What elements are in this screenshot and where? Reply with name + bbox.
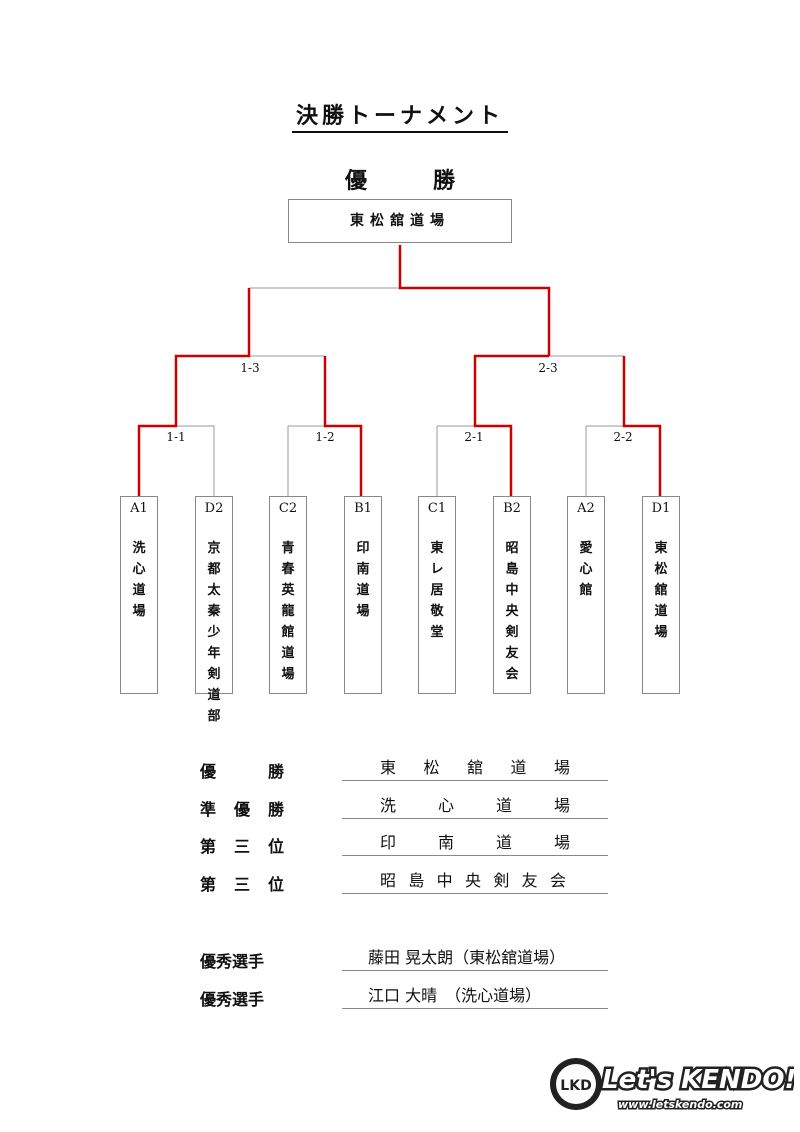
team-name: 愛心館 — [579, 541, 593, 598]
result-label-champion: 優勝 — [200, 762, 284, 781]
match-label-1-2: 1-2 — [315, 430, 335, 444]
match-label-1-3: 1-3 — [240, 361, 260, 375]
team-name: 洗心道場 — [132, 541, 146, 619]
team-name: 東松舘道場 — [654, 541, 668, 640]
logo-url: www.letskendo.com — [618, 1098, 742, 1111]
logo-wordmark: Let's KENDO! — [602, 1065, 794, 1095]
team-box-b1: B1 印南道場 — [344, 496, 382, 694]
team-name: 東レ居敬堂 — [430, 541, 444, 640]
award-label-1: 優秀選手 — [200, 952, 265, 971]
team-seed: B1 — [354, 501, 372, 516]
award-value-2: 江口 大晴 （洗心道場） — [342, 984, 608, 1009]
result-value-third-2: 昭島中央剣友会 — [342, 869, 608, 894]
team-seed: D2 — [204, 501, 224, 516]
team-box-c1: C1 東レ居敬堂 — [418, 496, 456, 694]
champion-box: 東松舘道場 — [288, 199, 512, 243]
team-name: 青春英龍館道場 — [281, 541, 295, 682]
team-box-d1: D1 東松舘道場 — [642, 496, 680, 694]
letskendo-logo: LKD Let's KENDO! www.letskendo.com — [550, 1058, 794, 1113]
match-label-2-3: 2-3 — [538, 361, 558, 375]
award-label-2: 優秀選手 — [200, 990, 265, 1009]
team-seed: C1 — [427, 501, 447, 516]
team-name: 京都太秦少年剣道部 — [207, 541, 221, 724]
team-name: 印南道場 — [356, 541, 370, 619]
team-box-a2: A2 愛心館 — [567, 496, 605, 694]
result-label-runner-up: 準優勝 — [200, 800, 284, 819]
team-name: 昭島中央剣友会 — [505, 541, 519, 682]
team-box-c2: C2 青春英龍館道場 — [269, 496, 307, 694]
page-title: 決勝トーナメント — [0, 98, 800, 133]
match-label-1-1: 1-1 — [166, 430, 186, 444]
team-box-a1: A1 洗心道場 — [120, 496, 158, 694]
match-label-2-2: 2-2 — [613, 430, 633, 444]
team-seed: D1 — [651, 501, 671, 516]
team-seed: B2 — [503, 501, 521, 516]
champion-heading: 優 勝 — [344, 169, 477, 194]
team-seed: A2 — [577, 501, 595, 516]
result-value-third-1: 印南道場 — [342, 831, 608, 856]
page-title-text: 決勝トーナメント — [291, 104, 508, 133]
team-box-b2: B2 昭島中央剣友会 — [493, 496, 531, 694]
match-label-2-1: 2-1 — [464, 430, 484, 444]
team-box-d2: D2 京都太秦少年剣道部 — [195, 496, 233, 724]
team-seed: C2 — [278, 501, 298, 516]
team-seed: A1 — [130, 501, 148, 516]
result-value-runner-up: 洗心道場 — [342, 794, 608, 819]
award-value-1: 藤田 晃太朗（東松舘道場） — [342, 946, 608, 971]
logo-badge-inner — [556, 1064, 596, 1104]
bracket-win-lines — [137, 245, 662, 496]
logo-badge-text: LKD — [560, 1078, 591, 1094]
result-value-champion: 東松舘道場 — [342, 756, 608, 781]
result-label-third-1: 第三位 — [200, 837, 284, 856]
result-label-third-2: 第三位 — [200, 875, 284, 894]
